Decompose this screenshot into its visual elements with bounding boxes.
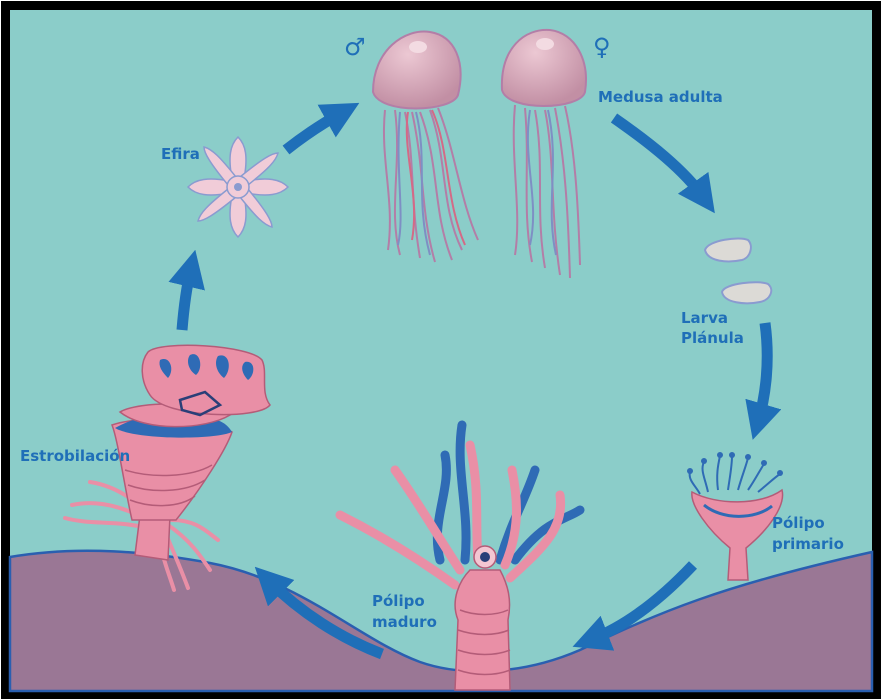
label-polipo-maduro-1: Pólipo [372,592,425,610]
label-polipo-primario-1: Pólipo [772,514,825,532]
label-polipo-primario-2: primario [772,535,844,553]
label-medusa-adulta: Medusa adulta [598,88,723,106]
label-efira: Efira [161,145,200,163]
label-estrobilacion: Estrobilación [20,447,130,465]
female-symbol: ♀ [593,33,611,61]
label-planula: Plánula [681,329,744,347]
label-larva: Larva [681,309,728,327]
male-symbol: ♂ [344,33,366,61]
released-ephyra-disc [142,345,270,415]
label-polipo-maduro-2: maduro [372,613,437,631]
